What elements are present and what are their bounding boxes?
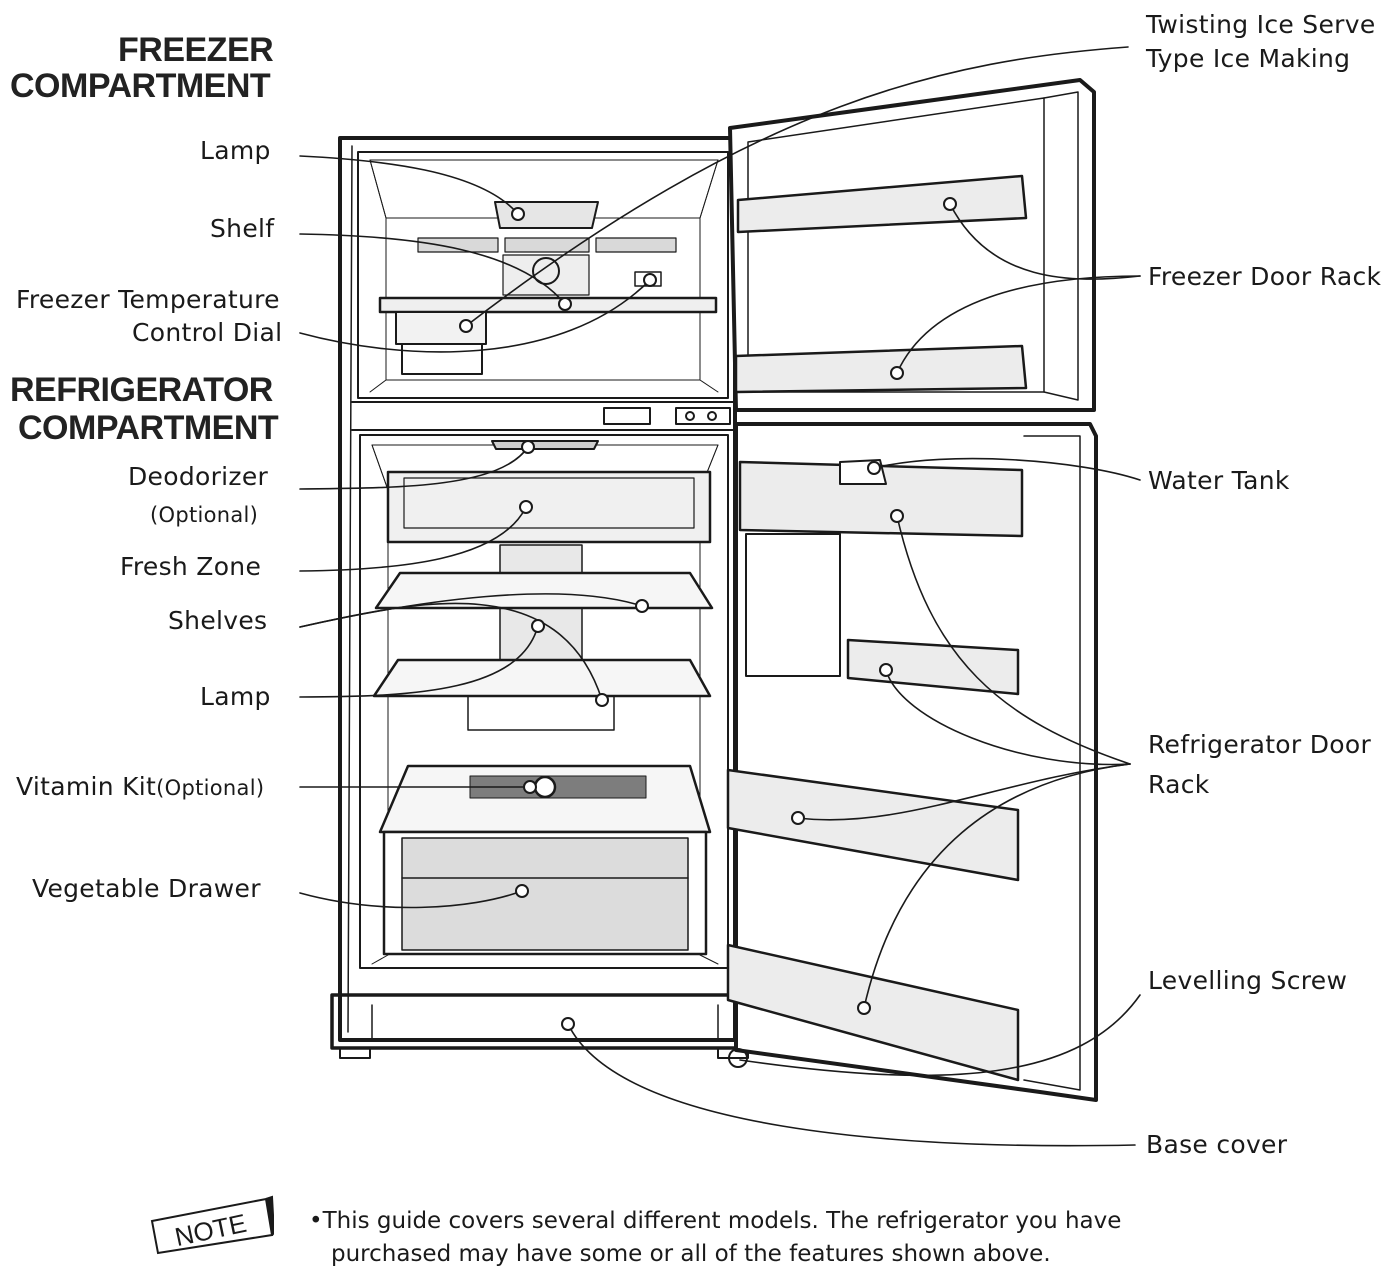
label-refrigerator-door-line1: Refrigerator Door (1148, 730, 1372, 759)
label-lamp-freezer: Lamp (200, 136, 271, 165)
label-vitamin-kit: Vitamin Kit(Optional) (16, 772, 264, 803)
note-badge: NOTE (148, 1195, 276, 1255)
deodorizer-part (491, 440, 599, 450)
label-deodorizer-optional: (Optional) (150, 503, 259, 527)
label-shelf: Shelf (210, 214, 275, 243)
label-lamp-refrigerator: Lamp (200, 682, 271, 711)
freezer-heading-line2: COMPARTMENT (10, 67, 271, 105)
note-line-2: purchased may have some or all of the fe… (331, 1241, 1051, 1267)
freezer-heading: FREEZER (118, 31, 274, 69)
label-shelves: Shelves (168, 606, 268, 635)
refrigerator-door (726, 422, 1098, 1102)
freezer-door (728, 78, 1096, 412)
freezer-heading-2: COMPARTMENT (10, 67, 271, 105)
note-text: •This guide covers several different mod… (309, 1205, 1121, 1271)
label-twisting-line1: Twisting Ice Serve (1146, 10, 1376, 39)
refrigerator-heading-line1: REFRIGERATOR (10, 371, 273, 409)
leader-lines (299, 46, 1141, 1147)
label-freezer-temp-line2: Control Dial (132, 318, 283, 347)
label-refrigerator-door-line2: Rack (1148, 770, 1210, 799)
label-vitamin-kit-name: Vitamin Kit (16, 772, 157, 801)
note-line-1: •This guide covers several different mod… (309, 1205, 1121, 1238)
label-twisting-line2: Type Ice Making (1146, 44, 1351, 73)
refrigerator-heading-2: COMPARTMENT (18, 409, 279, 447)
label-deodorizer: Deodorizer (128, 462, 269, 491)
refrigerator-shelf-2 (372, 658, 712, 698)
note-bullet: • (309, 1208, 323, 1234)
vegetable-drawer-part (382, 830, 708, 956)
callout-dots (459, 197, 957, 1031)
freezer-shelf (378, 296, 718, 314)
label-levelling-screw: Levelling Screw (1148, 966, 1348, 995)
label-vegetable-drawer: Vegetable Drawer (32, 874, 261, 903)
label-vitamin-kit-optional: (Optional) (156, 776, 265, 800)
freezer-heading-line1: FREEZER (118, 31, 274, 69)
label-fresh-zone: Fresh Zone (120, 552, 262, 581)
refrigerator-heading-line2: COMPARTMENT (18, 409, 279, 447)
label-base-cover: Base cover (1146, 1130, 1288, 1159)
control-panel (603, 407, 731, 425)
fresh-zone-part (386, 470, 712, 544)
label-freezer-temp-line1: Freezer Temperature (16, 285, 280, 314)
label-freezer-door-rack: Freezer Door Rack (1148, 262, 1382, 291)
note-line-1-text: This guide covers several different mode… (322, 1208, 1122, 1234)
label-water-tank: Water Tank (1148, 466, 1290, 495)
vitamin-kit-part (378, 764, 712, 834)
note-badge-shape: NOTE (150, 1195, 276, 1255)
refrigerator-heading: REFRIGERATOR (10, 372, 273, 408)
